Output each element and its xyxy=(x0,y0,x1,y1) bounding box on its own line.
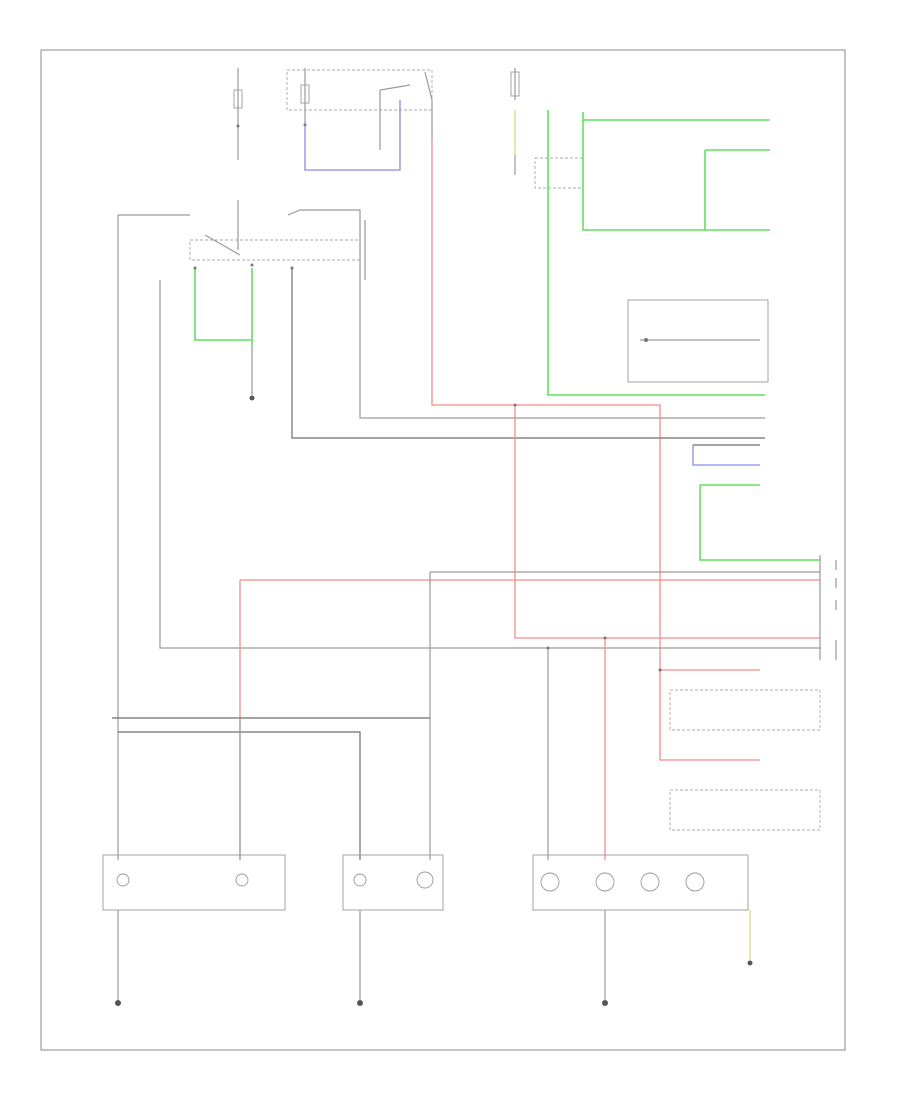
bcm-section xyxy=(627,299,769,466)
green-wires xyxy=(194,110,820,561)
diagram-frame xyxy=(40,49,846,1051)
mid-horizontals xyxy=(239,403,821,860)
right-connectors xyxy=(819,555,837,660)
left-relay xyxy=(189,200,366,401)
left-verticals xyxy=(117,214,820,860)
ground-left-front-icon xyxy=(115,1000,121,1006)
ground-rear-icon xyxy=(602,1000,608,1006)
top-fuse-section xyxy=(233,68,760,761)
ground-backup-icon xyxy=(747,960,753,966)
lower-lamps xyxy=(102,717,753,1006)
ground-right-front-icon xyxy=(357,1000,363,1006)
